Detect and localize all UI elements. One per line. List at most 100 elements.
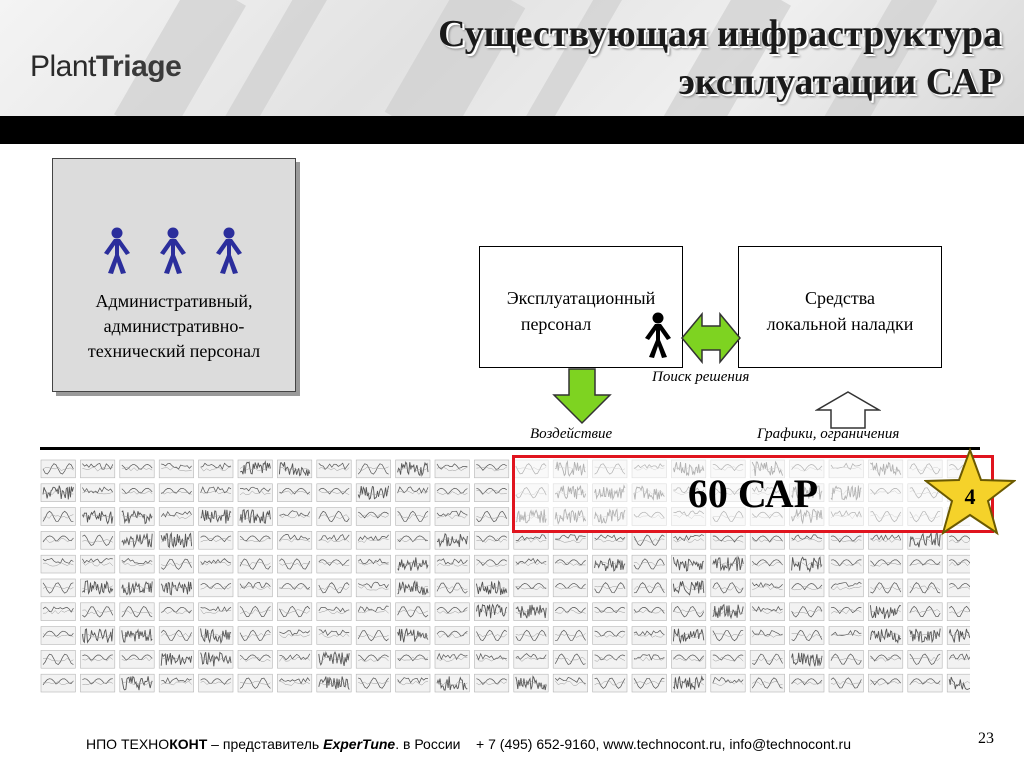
trend-thumbnail <box>789 673 825 693</box>
trend-thumbnail <box>40 554 76 574</box>
trend-thumbnail <box>158 673 194 693</box>
trend-thumbnail <box>868 650 904 669</box>
trend-thumbnail <box>395 626 431 645</box>
trend-thumbnail <box>592 673 628 693</box>
loops-highlight-frame: 60 САР <box>512 455 994 533</box>
trend-thumbnail <box>710 673 746 693</box>
trend-thumbnail <box>80 626 116 645</box>
trend-thumbnail <box>158 626 194 645</box>
trend-thumbnail <box>749 602 785 621</box>
trend-thumbnail <box>158 578 194 598</box>
trend-thumbnail <box>946 554 970 574</box>
trend-thumbnail <box>316 531 352 550</box>
trend-thumbnail <box>552 650 588 669</box>
trend-thumbnail <box>946 626 970 645</box>
footer-contacts: + 7 (495) 652-9160, www.technocont.ru, i… <box>476 736 851 752</box>
trend-thumbnail <box>40 673 76 693</box>
trend-thumbnail <box>158 554 194 574</box>
charts-constraints-label: Графики, ограничения <box>757 426 900 442</box>
trend-thumbnail <box>80 673 116 693</box>
trend-thumbnail <box>946 650 970 669</box>
trend-thumbnail <box>355 578 391 598</box>
trend-thumbnail <box>237 459 273 479</box>
trend-thumbnail <box>316 673 352 693</box>
slide-title-line2: эксплуатации САР <box>678 61 1002 103</box>
trend-thumbnail <box>749 650 785 669</box>
trend-thumbnail <box>119 507 155 526</box>
trend-thumbnail <box>80 459 116 479</box>
trend-thumbnail <box>513 602 549 621</box>
trend-thumbnail <box>907 673 943 693</box>
trend-thumbnail <box>513 626 549 645</box>
star-badge-icon: 4 <box>924 447 1016 536</box>
trend-thumbnail <box>316 578 352 598</box>
trend-thumbnail <box>631 626 667 645</box>
trend-thumbnail <box>80 602 116 621</box>
trend-thumbnail <box>828 650 864 669</box>
trend-thumbnail <box>592 531 628 550</box>
trend-thumbnail <box>237 554 273 574</box>
trend-thumbnail <box>198 507 234 526</box>
trend-thumbnail <box>434 602 470 621</box>
trend-thumbnail <box>474 507 510 526</box>
trend-thumbnail <box>671 578 707 598</box>
trend-thumbnail <box>710 554 746 574</box>
trend-thumbnail <box>237 507 273 526</box>
trend-thumbnail <box>119 673 155 693</box>
trend-thumbnail <box>434 531 470 550</box>
trend-thumbnail <box>355 602 391 621</box>
trend-thumbnail <box>749 626 785 645</box>
trend-thumbnail <box>474 673 510 693</box>
trend-thumbnail <box>552 554 588 574</box>
trend-thumbnail <box>789 531 825 550</box>
trend-thumbnail <box>395 650 431 669</box>
trend-thumbnail <box>828 673 864 693</box>
trend-thumbnail <box>80 578 116 598</box>
trend-thumbnail <box>119 602 155 621</box>
trend-thumbnail <box>40 459 76 479</box>
trend-thumbnail <box>198 602 234 621</box>
trend-thumbnail <box>40 602 76 621</box>
trend-thumbnail <box>277 531 313 550</box>
trend-thumbnail <box>119 554 155 574</box>
trend-thumbnail <box>513 578 549 598</box>
trend-thumbnail <box>592 650 628 669</box>
trend-thumbnail <box>80 650 116 669</box>
trend-thumbnail <box>474 554 510 574</box>
admin-personnel-label: Административный, административно- техни… <box>87 291 261 361</box>
trend-thumbnail <box>592 626 628 645</box>
trend-thumbnail <box>592 602 628 621</box>
trend-thumbnail <box>237 602 273 621</box>
trend-thumbnail <box>907 554 943 574</box>
trend-thumbnail <box>395 554 431 574</box>
trend-thumbnail <box>474 650 510 669</box>
trend-thumbnail <box>513 531 549 550</box>
trend-thumbnail <box>198 626 234 645</box>
trend-thumbnail <box>277 673 313 693</box>
operational-personnel-label: Эксплуатационный персонал <box>506 288 656 334</box>
trend-thumbnail <box>198 483 234 502</box>
trend-thumbnail <box>592 578 628 598</box>
trend-thumbnail <box>277 459 313 479</box>
trend-thumbnail <box>434 626 470 645</box>
trend-thumbnail <box>671 531 707 550</box>
trend-thumbnail <box>828 554 864 574</box>
trend-thumbnail <box>277 554 313 574</box>
trend-thumbnail <box>592 554 628 574</box>
trend-thumbnail <box>474 578 510 598</box>
trend-thumbnail <box>158 483 194 502</box>
trend-thumbnail <box>474 602 510 621</box>
trend-thumbnail <box>907 578 943 598</box>
trend-thumbnail <box>907 650 943 669</box>
admin-personnel-icons <box>104 227 242 274</box>
trend-thumbnail <box>631 531 667 550</box>
trend-thumbnail <box>119 626 155 645</box>
charts-up-arrow-icon <box>815 391 881 429</box>
trend-thumbnail <box>434 673 470 693</box>
trend-thumbnail <box>434 507 470 526</box>
trend-thumbnail <box>828 626 864 645</box>
trend-thumbnail <box>316 459 352 479</box>
trend-thumbnail <box>355 554 391 574</box>
trend-thumbnail <box>237 578 273 598</box>
trend-thumbnail <box>355 673 391 693</box>
